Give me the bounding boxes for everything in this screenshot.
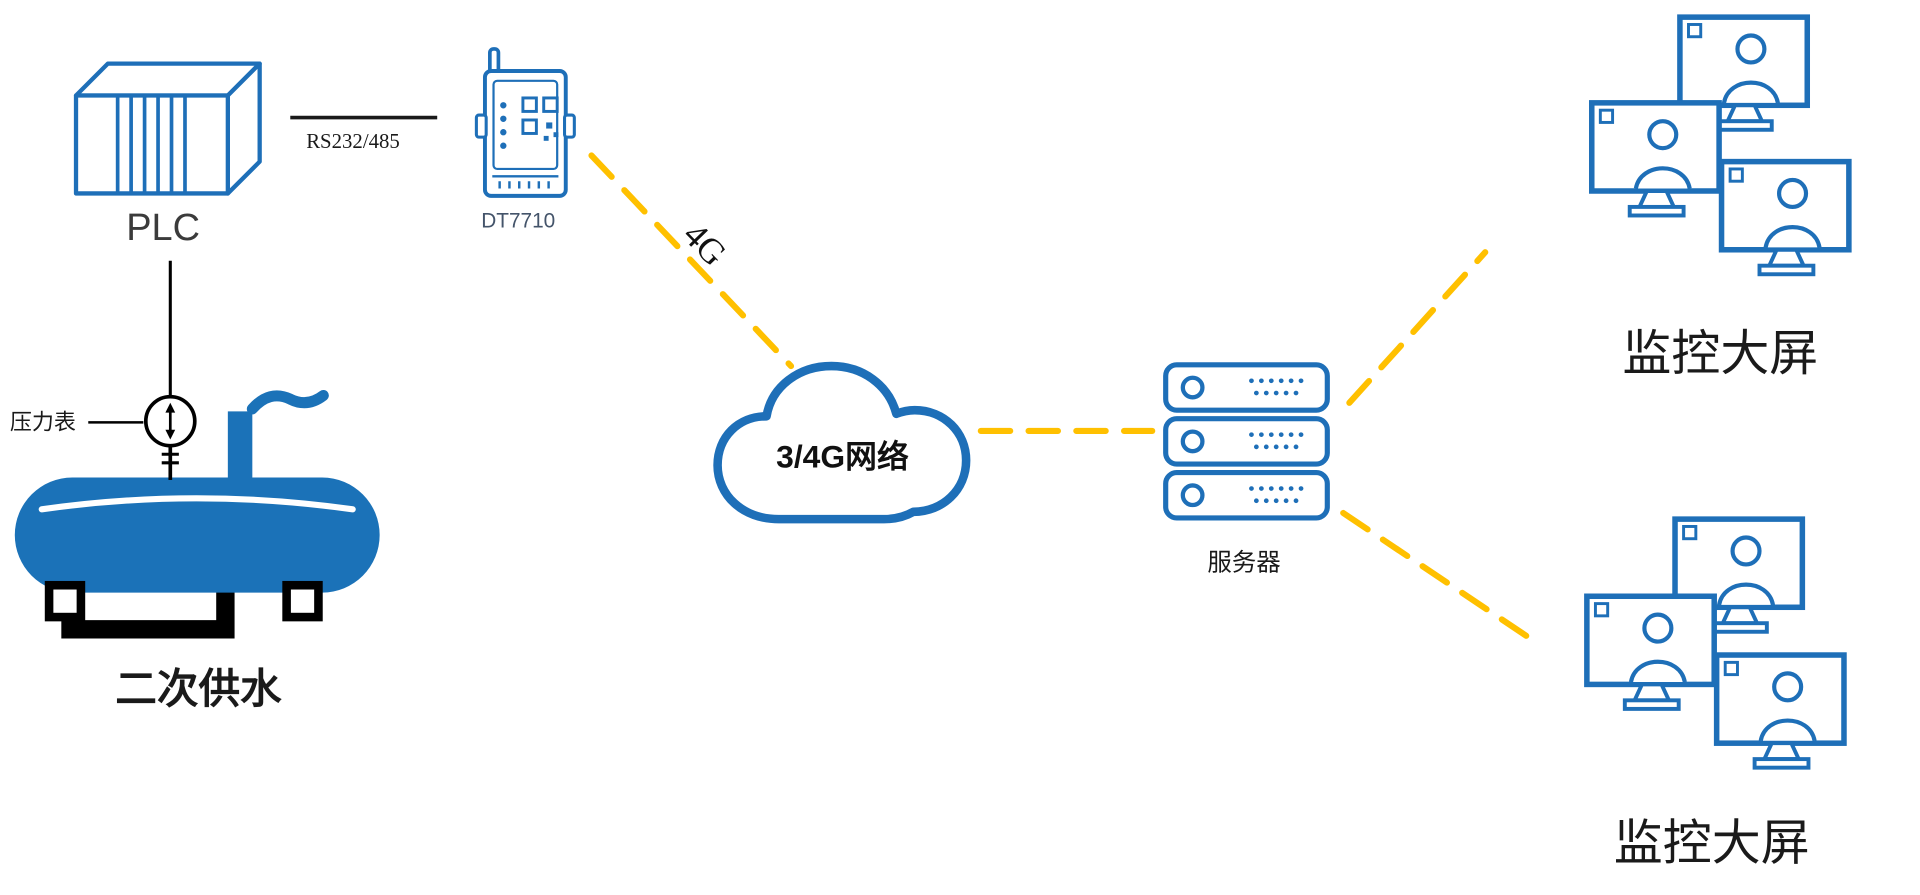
monitor-icon: [1722, 162, 1849, 275]
monitor-wall-bottom-label: 监控大屏: [1614, 816, 1810, 870]
server-vent-dots: [1249, 378, 1306, 504]
dtu-label: DT7710: [481, 210, 555, 233]
tank-highlight: [38, 495, 356, 513]
plc-icon: [73, 61, 262, 196]
cloud-label: 3/4G网络: [776, 439, 909, 475]
inlet-pipe: [227, 411, 253, 488]
plc-dtu-link-label: RS232/485: [306, 129, 400, 153]
plc-module-slots: [115, 95, 187, 194]
cloud-icon: [713, 361, 971, 524]
tank-leg: [282, 580, 323, 622]
monitor-icon: [1587, 596, 1714, 709]
dtu-qr-pattern: [521, 96, 559, 135]
server-unit: [1163, 362, 1330, 413]
dtu-terminals: [498, 181, 550, 189]
plc-front-face: [73, 93, 230, 196]
plc-label: PLC: [126, 207, 200, 249]
server-drive-knob: [1180, 375, 1205, 400]
dtu-cloud-link-line: [588, 152, 795, 370]
dtu-ear-left: [474, 113, 488, 139]
water-stream: [246, 389, 329, 415]
monitor-icon: [1717, 655, 1844, 768]
server-label: 服务器: [1207, 549, 1280, 577]
dtu-led-lights: [500, 102, 507, 149]
dtu-ear-right: [563, 113, 576, 139]
dtu-qr-dots: [543, 122, 559, 141]
server-drive-knob: [1180, 483, 1205, 508]
dtu-cloud-link-label: 4G: [676, 214, 735, 273]
tank-leg: [44, 580, 86, 622]
gauge-arrow-down: [165, 429, 176, 440]
pressure-gauge-label: 压力表: [10, 410, 76, 435]
monitor-wall-bottom: 监控大屏: [1587, 519, 1844, 870]
water-tank-label: 二次供水: [115, 666, 282, 713]
cloud-outline: [713, 361, 971, 524]
gauge-arrow-up: [165, 402, 176, 413]
tank-body: [14, 477, 380, 593]
dtu-panel: [492, 79, 559, 171]
server-icon: [1163, 362, 1330, 521]
monitor-icon: [1592, 103, 1719, 216]
server-monitors-bottom-link-line: [1340, 509, 1533, 641]
server-drive-knob: [1180, 429, 1205, 454]
server-monitors-top-link-line: [1346, 249, 1489, 406]
monitor-wall-top-label: 监控大屏: [1622, 327, 1818, 381]
dtu-icon: [474, 47, 576, 198]
monitor-wall-top: 监控大屏: [1592, 17, 1849, 381]
water-tank-group: 压力表 二次供水: [10, 260, 380, 713]
server-unit: [1163, 470, 1330, 521]
server-unit: [1163, 416, 1330, 467]
